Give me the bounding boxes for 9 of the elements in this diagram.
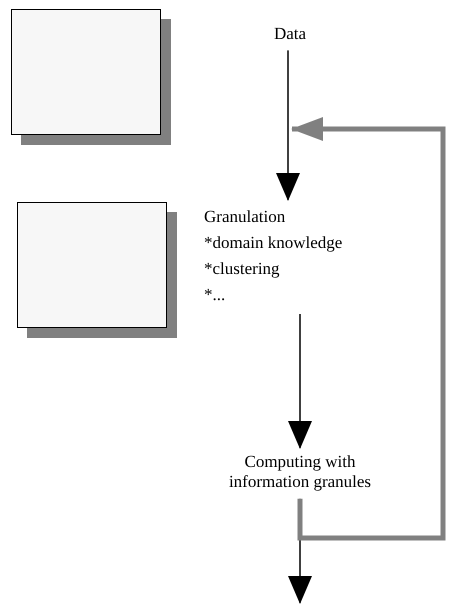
list-item: *domain knowledge [204,232,344,254]
feedback-arrow [291,117,446,540]
list-item: *... [204,284,226,306]
arrow [276,50,300,201]
step-label: Computing with information granules [228,452,372,493]
step-label: Data [272,24,308,44]
step-label: Granulation [204,206,286,228]
list-item: *clustering [204,258,281,280]
arrow [288,314,312,449]
